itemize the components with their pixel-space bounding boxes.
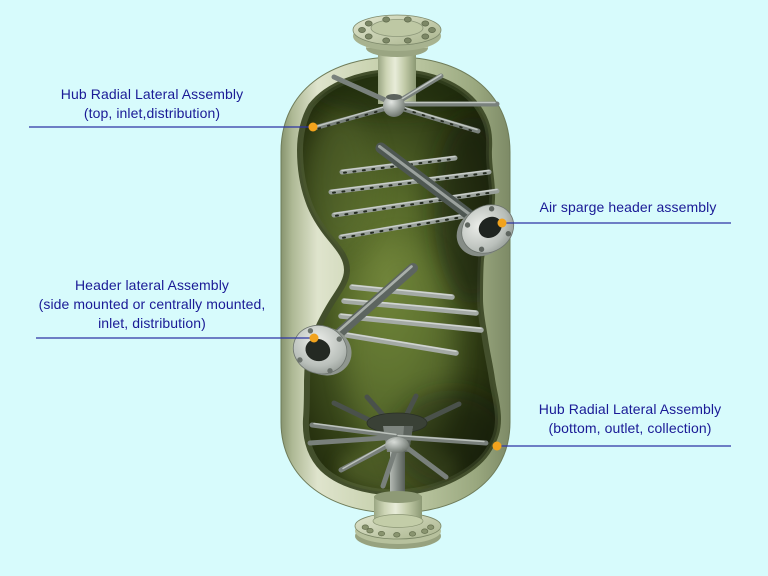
- top-nozzle: [352, 14, 442, 104]
- callout-line: Hub Radial Lateral Assembly: [60, 86, 244, 102]
- top-flange-bolt-holes: [358, 16, 436, 44]
- top-hub-radial-assembly: [311, 73, 500, 134]
- callout-bottom-hub-assembly: Hub Radial Lateral Assembly (bottom, out…: [508, 400, 752, 438]
- callout-line: Header lateral Assembly: [74, 277, 230, 293]
- leader-dot-header-lateral: [309, 333, 319, 343]
- callout-line: (top, inlet,distribution): [83, 105, 221, 121]
- callout-line: (side mounted or centrally mounted,: [38, 296, 266, 312]
- header-lateral-assembly: [292, 263, 484, 376]
- air-sparge-flange: [456, 204, 515, 257]
- leader-dot-top-hub: [308, 122, 318, 132]
- bottom-flange-bolt-holes: [361, 524, 435, 538]
- callout-line: inlet, distribution): [98, 315, 206, 331]
- air-sparge-header-assembly: [328, 142, 515, 257]
- bottom-hub-radial-assembly: [307, 393, 489, 498]
- callout-air-sparge-header: Air sparge header assembly: [516, 198, 740, 217]
- callout-line: Hub Radial Lateral Assembly: [538, 401, 722, 417]
- callout-header-lateral-assembly: Header lateral Assembly (side mounted or…: [17, 276, 287, 333]
- bottom-nozzle: [354, 491, 442, 549]
- callout-line: Air sparge header assembly: [539, 199, 717, 215]
- callout-line: (bottom, outlet, collection): [548, 420, 712, 436]
- leader-dot-bottom-hub: [492, 441, 502, 451]
- leader-dot-air-sparge: [497, 218, 507, 228]
- callout-top-hub-assembly: Hub Radial Lateral Assembly (top, inlet,…: [27, 85, 277, 123]
